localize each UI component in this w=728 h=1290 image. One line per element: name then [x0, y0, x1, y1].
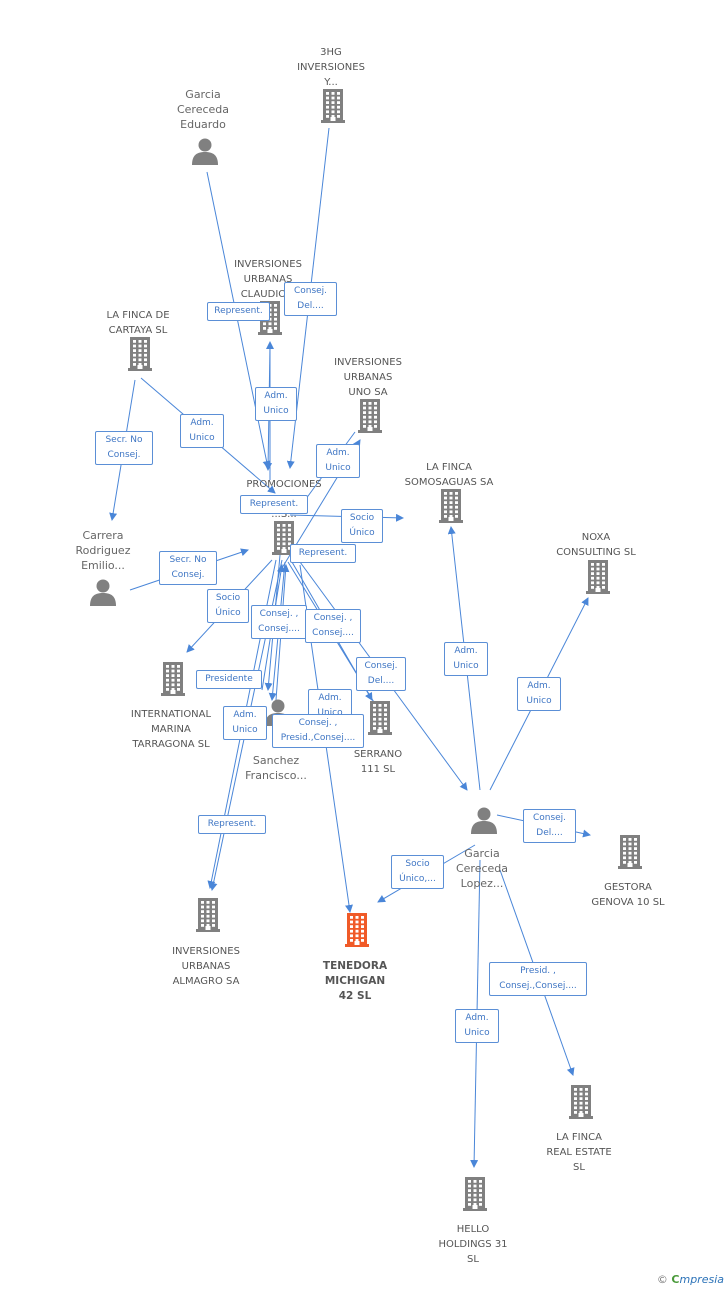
relation-badge[interactable]: Consej. Del....: [356, 657, 406, 691]
relation-badge[interactable]: Adm. Unico: [180, 414, 224, 448]
node-label-imt[interactable]: INTERNATIONAL MARINA TARRAGONA SL: [130, 709, 212, 750]
relation-badge[interactable]: Adm. Unico: [455, 1009, 499, 1043]
relation-badge[interactable]: Adm. Unico: [517, 677, 561, 711]
relation-badge[interactable]: Adm. Unico: [316, 444, 360, 478]
node-label-crr[interactable]: Carrera Rodriguez Emilio...: [75, 529, 131, 572]
node-label-lfs[interactable]: LA FINCA SOMOSAGUAS SA: [404, 462, 494, 488]
building-icon[interactable]: [161, 662, 185, 700]
relation-badge[interactable]: Consej. Del....: [284, 282, 337, 316]
building-icon[interactable]: [358, 399, 382, 437]
node-label-iuu[interactable]: INVERSIONES URBANAS UNO SA: [334, 357, 402, 398]
brand-name: mpresia: [679, 1273, 724, 1286]
relation-badge[interactable]: Represent.: [240, 495, 308, 514]
relation-badge[interactable]: Represent.: [198, 815, 266, 834]
building-icon[interactable]: [463, 1177, 487, 1215]
relation-badge[interactable]: Socio Único: [207, 589, 249, 623]
node-label-gce[interactable]: Garcia Cereceda Eduardo: [176, 88, 230, 131]
brand-logo-initial: C: [671, 1273, 680, 1286]
relation-badge[interactable]: Presid. , Consej.,Consej....: [489, 962, 587, 996]
node-label-iuc[interactable]: INVERSIONES URBANAS CLAUDIO...: [234, 259, 302, 300]
person-icon[interactable]: [470, 806, 498, 838]
relation-badge[interactable]: Socio Único: [341, 509, 383, 543]
node-label-hg3[interactable]: 3HG INVERSIONES Y...: [297, 47, 365, 88]
node-label-ser[interactable]: SERRANO 111 SL: [353, 749, 403, 775]
relation-badge[interactable]: Secr. No Consej.: [159, 551, 217, 585]
relation-badge[interactable]: Consej. , Consej....: [251, 605, 307, 639]
relation-badge[interactable]: Consej. , Consej....: [305, 609, 361, 643]
node-label-gcl[interactable]: Garcia Cereceda Lopez...: [455, 847, 509, 890]
node-label-lfc[interactable]: LA FINCA DE CARTAYA SL: [106, 310, 170, 336]
building-icon[interactable]: [586, 560, 610, 598]
relation-badge[interactable]: Adm. Unico: [255, 387, 297, 421]
building-icon[interactable]: [321, 89, 345, 127]
relation-badge[interactable]: Consej. , Presid.,Consej....: [272, 714, 364, 748]
relation-badge[interactable]: Adm. Unico: [223, 706, 267, 740]
focal-company-icon[interactable]: [345, 913, 369, 951]
person-icon[interactable]: [191, 137, 219, 169]
node-label-noxa[interactable]: NOXA CONSULTING SL: [556, 532, 636, 558]
building-icon[interactable]: [196, 898, 220, 936]
building-icon[interactable]: [569, 1085, 593, 1123]
relation-badge[interactable]: Represent.: [207, 302, 270, 321]
relation-badge[interactable]: Adm. Unico: [444, 642, 488, 676]
node-label-gen[interactable]: GESTORA GENOVA 10 SL: [591, 882, 665, 908]
person-icon[interactable]: [89, 578, 117, 610]
footer-brand: © Cmpresia: [657, 1273, 724, 1286]
node-label-sf[interactable]: Sanchez Francisco...: [245, 754, 307, 782]
building-icon[interactable]: [439, 489, 463, 527]
relation-badge[interactable]: Secr. No Consej.: [95, 431, 153, 465]
building-icon[interactable]: [368, 701, 392, 739]
relation-badge[interactable]: Presidente: [196, 670, 262, 689]
building-icon[interactable]: [618, 835, 642, 873]
relation-badge[interactable]: Represent.: [290, 544, 356, 563]
node-label-lfre[interactable]: LA FINCA REAL ESTATE SL: [546, 1132, 612, 1173]
copyright-symbol: ©: [656, 1273, 668, 1286]
node-label-iua[interactable]: INVERSIONES URBANAS ALMAGRO SA: [172, 946, 240, 987]
relation-badge[interactable]: Socio Único,...: [391, 855, 444, 889]
relation-badge[interactable]: Consej. Del....: [523, 809, 576, 843]
node-label-hh[interactable]: HELLO HOLDINGS 31 SL: [438, 1224, 508, 1265]
building-icon[interactable]: [272, 521, 296, 559]
node-label-tm[interactable]: TENEDORA MICHIGAN 42 SL: [322, 960, 388, 1002]
building-icon[interactable]: [128, 337, 152, 375]
